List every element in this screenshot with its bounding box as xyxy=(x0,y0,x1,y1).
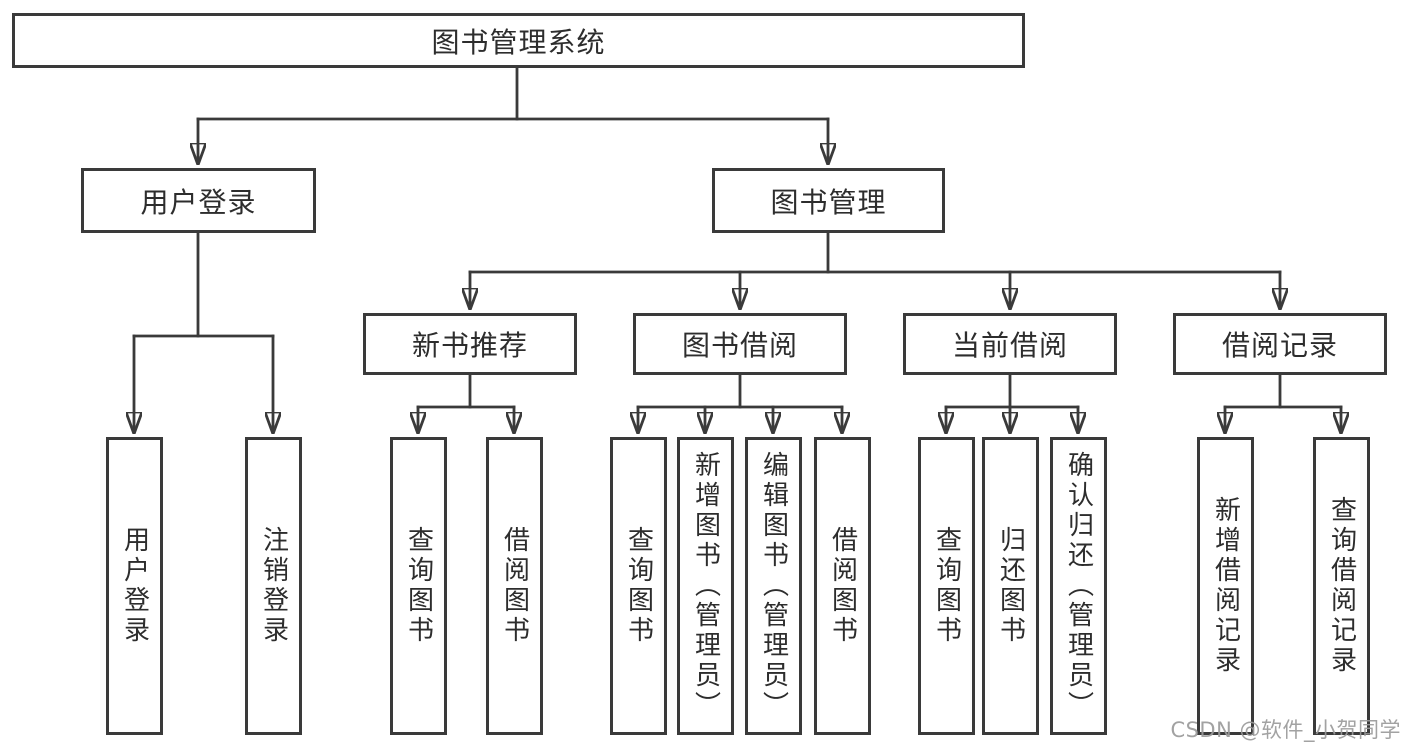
node-book-management: 图书管理 xyxy=(712,168,945,233)
node-borrow-records: 借阅记录 xyxy=(1173,313,1387,375)
node-root-system: 图书管理系统 xyxy=(12,13,1025,68)
leaf-label: 查询借阅记录 xyxy=(1326,496,1357,676)
leaf-current-return: 归还图书 xyxy=(982,437,1039,735)
leaf-label: 查询图书 xyxy=(403,526,434,646)
leaf-label: 借阅图书 xyxy=(499,526,530,646)
connector-root-to-level2 xyxy=(198,66,828,163)
leaf-borrowing-query: 查询图书 xyxy=(610,437,667,735)
leaf-borrowing-edit-admin: 编辑图书（管理员） xyxy=(745,437,802,735)
leaf-label: 查询图书 xyxy=(931,526,962,646)
connector-new-books-to-leaves xyxy=(418,373,514,432)
node-user-login: 用户登录 xyxy=(81,168,316,233)
leaf-label: 注销登录 xyxy=(258,526,289,646)
leaf-label: 编辑图书（管理员） xyxy=(758,451,789,721)
leaf-records-add: 新增借阅记录 xyxy=(1197,437,1254,735)
leaf-label: 借阅图书 xyxy=(827,526,858,646)
leaf-records-query: 查询借阅记录 xyxy=(1313,437,1370,735)
leaf-current-confirm-return-admin: 确认归还（管理员） xyxy=(1050,437,1107,735)
watermark: CSDN @软件_小贺同学 xyxy=(1170,718,1401,742)
node-book-borrowing: 图书借阅 xyxy=(633,313,847,375)
node-new-book-recommend: 新书推荐 xyxy=(363,313,577,375)
connector-borrowing-to-leaves xyxy=(638,373,842,432)
node-current-borrowing: 当前借阅 xyxy=(903,313,1117,375)
leaf-label: 新增图书（管理员） xyxy=(690,451,721,721)
leaf-label: 用户登录 xyxy=(119,526,150,646)
leaf-label: 查询图书 xyxy=(623,526,654,646)
leaf-borrowing-borrow: 借阅图书 xyxy=(814,437,871,735)
leaf-current-query: 查询图书 xyxy=(918,437,975,735)
leaf-new-books-query: 查询图书 xyxy=(390,437,447,735)
connector-current-to-leaves xyxy=(946,373,1078,432)
leaf-label: 确认归还（管理员） xyxy=(1063,451,1094,721)
leaf-borrowing-add-admin: 新增图书（管理员） xyxy=(677,437,734,735)
leaf-label: 新增借阅记录 xyxy=(1210,496,1241,676)
leaf-new-books-borrow: 借阅图书 xyxy=(486,437,543,735)
connector-book-mgmt-to-level3 xyxy=(470,231,1280,308)
leaf-logout: 注销登录 xyxy=(245,437,302,735)
leaf-label: 归还图书 xyxy=(995,526,1026,646)
connector-records-to-leaves xyxy=(1225,373,1341,432)
leaf-user-login: 用户登录 xyxy=(106,437,163,735)
connector-user-login-to-leaves xyxy=(134,231,273,432)
